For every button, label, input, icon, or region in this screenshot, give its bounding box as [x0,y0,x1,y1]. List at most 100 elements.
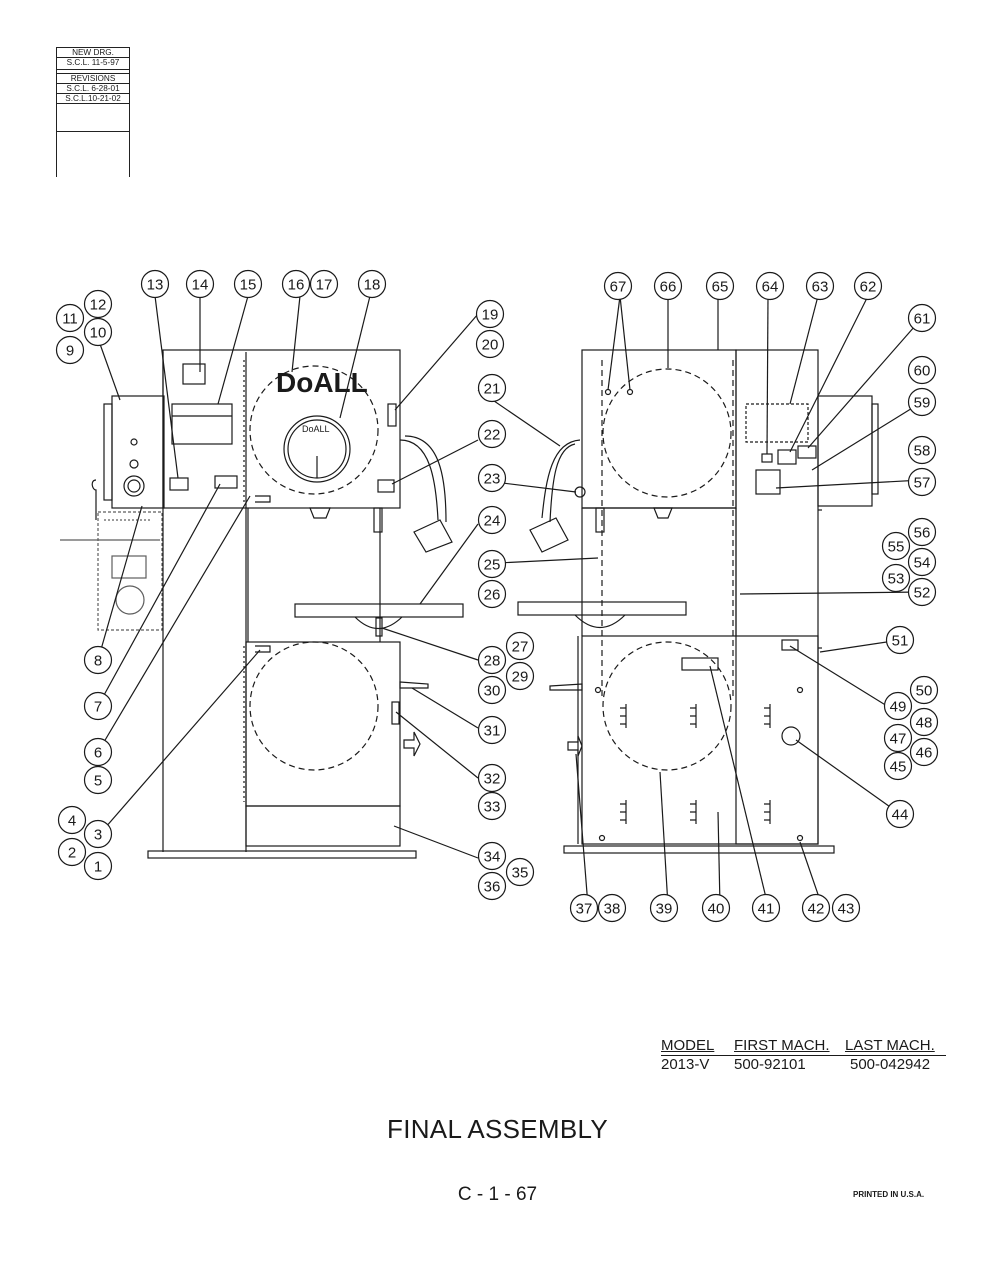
callout-bubble [853,271,883,301]
callout-bubble [597,893,627,923]
callout-number: 32 [484,771,501,788]
callout-number: 35 [512,865,529,882]
callout-bubble [477,841,507,871]
callout-number: 47 [890,731,907,748]
callout-bubble [55,303,85,333]
callout-number: 20 [482,337,499,354]
first-mach-header: FIRST MACH. [734,1037,830,1054]
callout-bubble [83,691,113,721]
callout-bubble [83,819,113,849]
callout-number: 33 [484,799,501,816]
callout-bubble [505,631,535,661]
callout-bubble [831,893,861,923]
callout-number: 1 [94,859,102,876]
callout-bubble [907,435,937,465]
callout-bubble [885,625,915,655]
callout-number: 6 [94,745,102,762]
callout-bubble [477,549,507,579]
callout-bubble [83,317,113,347]
model-header: MODEL [661,1037,715,1054]
callout-number: 56 [914,525,931,542]
callout-number: 36 [484,879,501,896]
callout-bubble [477,645,507,675]
callout-bubble [909,737,939,767]
doall-logo: DoALL [276,367,368,398]
callout-bubble [805,271,835,301]
callout-bubble [505,857,535,887]
callout-number: 59 [914,395,931,412]
callout-number: 8 [94,653,102,670]
callout-bubble [475,299,505,329]
callout-number: 53 [888,571,905,588]
callout-number: 15 [240,277,257,294]
callout-number: 67 [610,279,627,296]
callout-bubble [281,269,311,299]
callout-number: 10 [90,325,107,342]
callout-number: 22 [484,427,501,444]
callout-number: 61 [914,311,931,328]
callout-bubble [907,467,937,497]
callout-bubble [83,289,113,319]
callout-bubble [755,271,785,301]
callout-bubble [83,737,113,767]
callout-number: 62 [860,279,877,296]
callout-number: 51 [892,633,909,650]
page-title: FINAL ASSEMBLY [387,1114,608,1144]
callout-bubble [701,893,731,923]
callout-number: 29 [512,669,529,686]
callout-bubble [907,355,937,385]
right-machine [517,349,879,854]
last-mach-header: LAST MACH. [845,1037,935,1054]
callout-bubble [477,505,507,535]
callout-bubble [909,675,939,705]
callout-number: 34 [484,849,501,866]
callout-bubble [57,805,87,835]
callout-number: 24 [484,513,501,530]
callout-bubble [569,893,599,923]
callout-number: 27 [512,639,529,656]
leader-lines [97,295,923,907]
callout-bubble [907,547,937,577]
callout-number: 19 [482,307,499,324]
callout-number: 4 [68,813,76,830]
callout-bubble [801,893,831,923]
first-mach-value: 500-92101 [734,1056,806,1073]
callout-number: 25 [484,557,501,574]
callout-bubble [505,661,535,691]
callout-number: 37 [576,901,593,918]
callout-bubble [907,387,937,417]
callout-bubble [883,691,913,721]
callout-number: 44 [892,807,909,824]
callout-number: 11 [62,311,78,328]
callout-number: 65 [712,279,729,296]
callout-number: 38 [604,901,621,918]
callout-bubble [233,269,263,299]
callout-number: 28 [484,653,501,670]
callout-number: 17 [316,277,333,294]
callout-bubble [309,269,339,299]
callout-number: 40 [708,901,725,918]
callout-number: 46 [916,745,933,762]
page-number: C - 1 - 67 [457,1184,538,1205]
callout-bubble [477,373,507,403]
callout-bubble [477,763,507,793]
callout-bubble [881,563,911,593]
callout-bubble [475,329,505,359]
callout-number: 60 [914,363,931,380]
callout-number: 58 [914,443,931,460]
callout-number: 9 [66,343,74,360]
callout-bubble [909,707,939,737]
gauge-logo: DoALL [302,424,330,434]
callout-number: 42 [808,901,825,918]
revision-line: S.C.L. 6-28-01 [57,83,129,94]
revision-line: S.C.L. 11-5-97 [57,57,129,68]
callout-number: 52 [914,585,931,602]
callout-bubble [83,645,113,675]
printed-note: PRINTED IN U.S.A. [853,1190,925,1199]
callout-number: 49 [890,699,907,716]
callout-number: 23 [484,471,501,488]
callout-bubble [185,269,215,299]
callout-bubble [883,751,913,781]
